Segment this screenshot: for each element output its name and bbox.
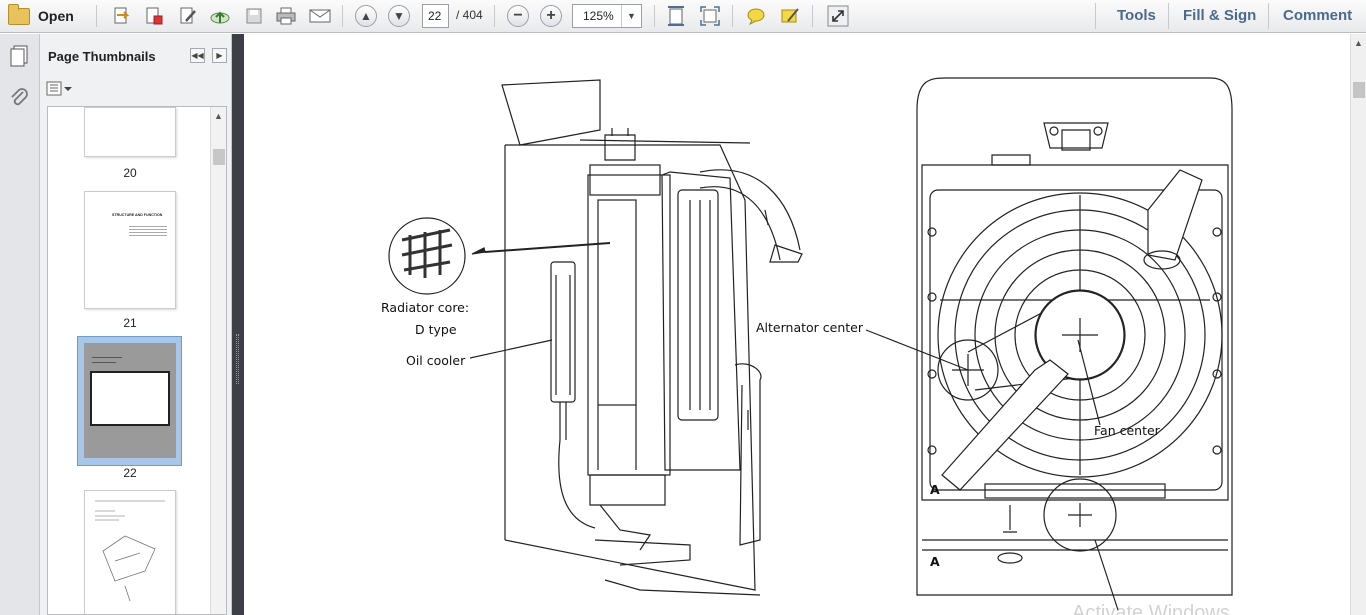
open-label: Open <box>38 8 74 24</box>
document-view: Radiator core: D type Oil cooler Alterna… <box>244 34 1350 615</box>
main-toolbar: Open ▲ ▼ 22 / 404 − + 125% ▼ <box>0 0 1366 33</box>
previous-page-button[interactable]: ▲ <box>352 4 380 28</box>
toolbar-separator <box>1095 3 1096 29</box>
d-type-label: D type <box>415 322 457 337</box>
scroll-up-icon[interactable]: ▲ <box>214 111 223 121</box>
fit-width-icon[interactable] <box>662 4 690 28</box>
folder-icon <box>8 3 30 25</box>
chevron-down-icon[interactable]: ▼ <box>621 5 641 27</box>
thumbnail-page[interactable] <box>84 490 176 614</box>
thumbnail-options-button[interactable] <box>46 80 74 102</box>
print-icon[interactable] <box>272 4 300 28</box>
tools-button[interactable]: Tools <box>1117 7 1156 24</box>
arrow-up-icon: ▲ <box>355 5 377 27</box>
thumbnail-selected[interactable] <box>77 336 182 466</box>
zoom-value: 125% <box>583 9 614 23</box>
collapse-panel-button[interactable]: ◀◀ <box>190 48 205 63</box>
thumbnail-page-number: 20 <box>123 166 137 180</box>
next-page-button[interactable]: ▼ <box>385 4 413 28</box>
section-a-label-lower: A <box>930 554 940 569</box>
edit-pdf-icon[interactable] <box>174 4 202 28</box>
create-pdf-icon[interactable] <box>108 4 136 28</box>
page-total-label: / 404 <box>456 8 483 22</box>
save-icon[interactable] <box>240 4 268 28</box>
thumbnail-scrollbar[interactable]: ▲ <box>210 107 226 614</box>
toolbar-separator <box>342 5 343 27</box>
oil-cooler-label: Oil cooler <box>406 353 466 368</box>
page-thumbnails-panel: Page Thumbnails ◀◀ ▶ 20 STRUCTURE AND FU… <box>40 34 232 615</box>
sticky-note-icon[interactable] <box>742 4 770 28</box>
radiator-drawing <box>388 77 1233 611</box>
radiator-core-label: Radiator core: <box>381 300 470 315</box>
page-number-input[interactable]: 22 <box>422 4 449 28</box>
email-icon[interactable] <box>306 4 334 28</box>
thumbnail-page[interactable]: STRUCTURE AND FUNCTION <box>84 191 176 309</box>
zoom-out-button[interactable]: − <box>504 4 532 28</box>
plus-icon: + <box>540 5 562 27</box>
zoom-select[interactable]: 125% ▼ <box>572 4 642 28</box>
fit-page-icon[interactable] <box>696 4 724 28</box>
export-pdf-icon[interactable] <box>140 4 168 28</box>
toolbar-separator <box>494 5 495 27</box>
toolbar-separator <box>812 5 813 27</box>
upload-cloud-icon[interactable] <box>206 4 234 28</box>
expand-panel-button[interactable]: ▶ <box>212 48 227 63</box>
expand-icon[interactable] <box>824 4 852 28</box>
toolbar-separator <box>1168 3 1169 29</box>
toolbar-separator <box>1268 3 1269 29</box>
toolbar-separator <box>96 5 97 27</box>
panel-title: Page Thumbnails <box>48 48 156 64</box>
fill-sign-button[interactable]: Fill & Sign <box>1183 7 1257 24</box>
comment-button[interactable]: Comment <box>1283 7 1353 24</box>
activate-windows-watermark: Activate Windows <box>1072 602 1230 615</box>
section-a-label-upper: A <box>930 482 940 497</box>
thumbnail-page[interactable] <box>84 107 176 157</box>
page-thumbnails-icon[interactable] <box>8 44 30 73</box>
scroll-thumb[interactable] <box>1353 82 1365 98</box>
document-scrollbar[interactable]: ▲ <box>1350 34 1366 615</box>
thumbnail-page-number: 22 <box>123 466 137 480</box>
toolbar-separator <box>654 5 655 27</box>
zoom-in-button[interactable]: + <box>537 4 565 28</box>
navigation-pane-bar <box>0 34 40 615</box>
panel-resize-handle[interactable] <box>232 34 244 615</box>
thumbnail-page-number: 21 <box>123 316 137 330</box>
attachments-icon[interactable] <box>9 86 29 113</box>
open-button[interactable]: Open <box>8 3 74 27</box>
fan-center-label: Fan center <box>1094 423 1160 438</box>
highlight-text-icon[interactable] <box>776 4 804 28</box>
toolbar-separator <box>732 5 733 27</box>
scroll-up-icon[interactable]: ▲ <box>1354 38 1363 48</box>
alternator-center-label: Alternator center <box>756 320 863 335</box>
scroll-thumb[interactable] <box>213 149 225 165</box>
thumbnail-list: 20 STRUCTURE AND FUNCTION 21 22 <box>47 106 227 615</box>
minus-icon: − <box>507 5 529 27</box>
thumbnail-heading: STRUCTURE AND FUNCTION <box>112 213 163 217</box>
arrow-down-icon: ▼ <box>388 5 410 27</box>
